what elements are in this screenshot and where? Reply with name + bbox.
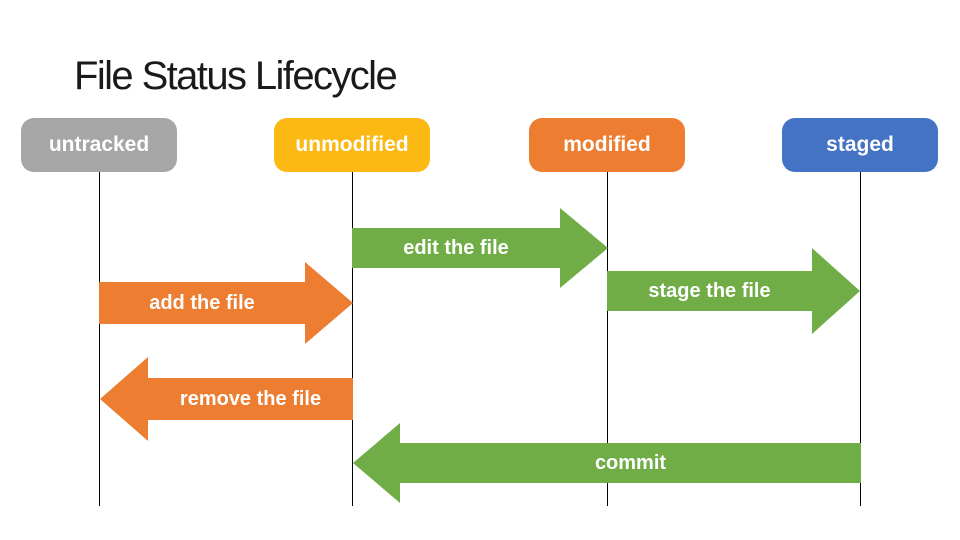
arrowhead-right-icon [560,208,608,288]
state-box-untracked: untracked [21,118,177,172]
arrow-label-edit-the-file: edit the file [403,236,509,259]
arrowhead-left-icon [353,423,400,503]
arrow-body-stage-the-file: stage the file [607,271,812,311]
state-label-untracked: untracked [48,133,150,156]
arrow-label-remove-the-file: remove the file [179,387,322,410]
arrow-body-add-the-file: add the file [99,282,305,324]
state-box-modified: modified [529,118,685,172]
lifeline-untracked [99,171,100,506]
state-label-modified: modified [563,133,651,156]
arrow-body-edit-the-file: edit the file [352,228,560,268]
arrow-label-add-the-file: add the file [149,291,255,314]
lifeline-staged [860,171,861,506]
state-label-unmodified: unmodified [295,133,409,156]
arrow-label-stage-the-file: stage the file [648,279,771,302]
arrow-body-commit: commit [400,443,861,483]
arrow-label-commit: commit [594,451,667,474]
state-box-unmodified: unmodified [274,118,430,172]
lifeline-modified [607,171,608,506]
state-box-staged: staged [782,118,938,172]
arrowhead-left-icon [100,357,148,441]
arrowhead-right-icon [812,248,860,334]
state-label-staged: staged [826,133,894,156]
page-title: File Status Lifecycle [74,54,398,98]
arrow-body-remove-the-file: remove the file [148,378,353,420]
arrowhead-right-icon [305,262,353,344]
